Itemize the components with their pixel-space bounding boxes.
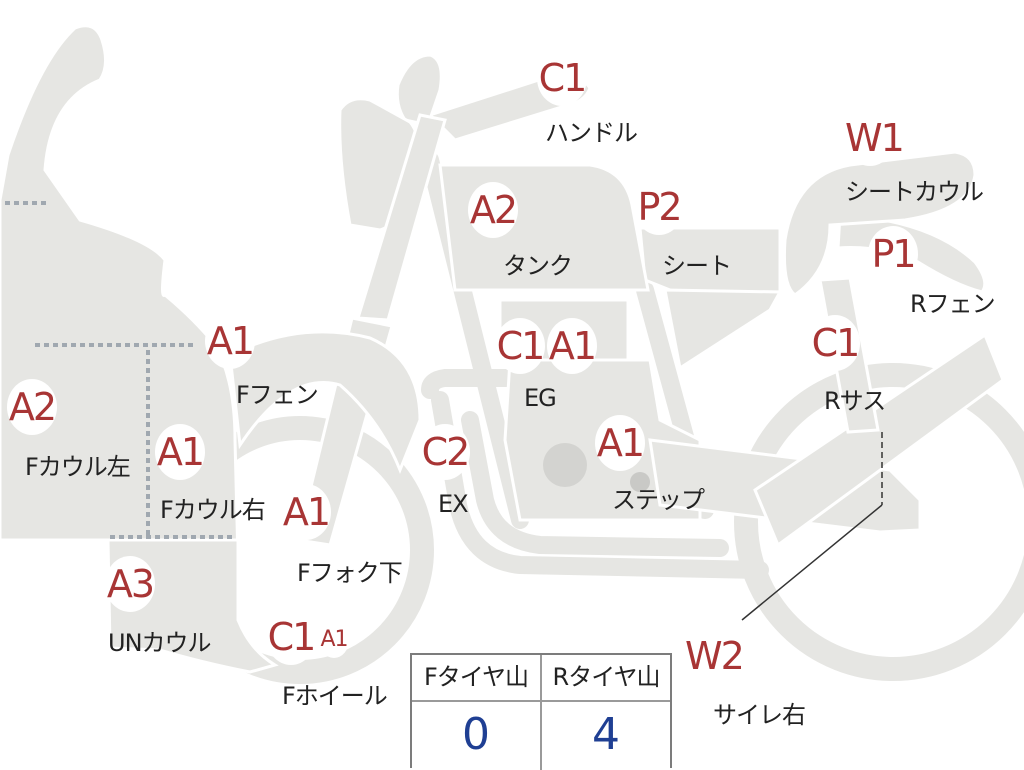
part-label-tank: タンク xyxy=(503,252,573,280)
grade-badge-silencer-right: W2 xyxy=(685,628,745,684)
grade-badge-engine-2: A1 xyxy=(547,318,597,374)
grade-badge-f-wheel-2: A1 xyxy=(319,622,349,658)
grade-badge-f-fender: A1 xyxy=(205,313,255,369)
exhaust-pipe-inner-shape xyxy=(461,411,729,557)
part-label-r-fender: Rフェン xyxy=(910,290,996,318)
exhaust-pipe-shape xyxy=(431,391,769,579)
part-label-f-fork-lower: Fフォク下 xyxy=(297,559,403,587)
grade-badge-r-suspension: C1 xyxy=(810,315,860,371)
grade-badge-engine-1: C1 xyxy=(495,318,545,374)
grade-badge-tank: A2 xyxy=(468,182,518,238)
silencer-shape xyxy=(753,332,1005,548)
part-label-engine: EG xyxy=(524,384,557,412)
grade-badge-f-wheel-1: C1 xyxy=(266,609,316,665)
part-label-under-cowl: UNカウル xyxy=(108,629,212,657)
exhaust-header-shape xyxy=(421,369,529,399)
part-label-silencer-right: サイレ右 xyxy=(713,701,806,729)
rear-wheel-shape xyxy=(734,363,1024,681)
seat-cowl-shape xyxy=(783,150,977,297)
grade-badge-under-cowl: A3 xyxy=(105,556,155,612)
tire-tread-table: Fタイヤ山 Rタイヤ山 0 4 xyxy=(410,653,672,770)
part-label-f-wheel: Fホイール xyxy=(282,682,388,710)
table-divider xyxy=(540,655,542,770)
front-fender-shape xyxy=(228,330,422,475)
grade-badge-seat-cowl: W1 xyxy=(845,110,905,166)
part-label-step: ステップ xyxy=(612,486,705,514)
part-label-r-suspension: Rサス xyxy=(824,387,886,415)
front-tire-header: Fタイヤ山 xyxy=(412,655,540,702)
mirror-shape xyxy=(395,53,443,127)
cowl-seam-lines xyxy=(5,201,236,539)
front-fork-upper-shape xyxy=(356,113,447,322)
part-label-f-fender: Fフェン xyxy=(236,381,319,409)
front-tire-value: 0 xyxy=(462,709,490,760)
part-label-handle: ハンドル xyxy=(545,119,638,147)
grade-badge-step: A1 xyxy=(595,415,645,471)
silencer-leader-line xyxy=(741,432,883,621)
seat-side-shape xyxy=(663,288,783,371)
rear-tire-header: Rタイヤ山 xyxy=(542,655,670,702)
grade-badge-f-fork-lower: A1 xyxy=(281,484,331,540)
part-label-exhaust: EX xyxy=(438,490,469,518)
part-label-f-cowl-right: Fカウル右 xyxy=(160,496,266,524)
grade-badge-handle: C1 xyxy=(537,50,587,106)
engine-cover-shape xyxy=(543,443,587,487)
part-label-seat: シート xyxy=(662,252,732,280)
part-label-seat-cowl: シートカウル xyxy=(845,178,984,206)
grade-badge-exhaust: C2 xyxy=(420,424,470,480)
frame-down-tube-shape xyxy=(421,151,529,529)
grade-badge-seat: P2 xyxy=(634,179,684,235)
step-peg-left-shape xyxy=(630,472,650,492)
rear-tire-value: 4 xyxy=(592,709,620,760)
part-label-f-cowl-left: Fカウル左 xyxy=(25,453,131,481)
grade-badge-r-fender: P1 xyxy=(868,226,918,282)
grade-badge-f-cowl-left: A2 xyxy=(7,379,57,435)
grade-badge-f-cowl-right: A1 xyxy=(155,424,205,480)
